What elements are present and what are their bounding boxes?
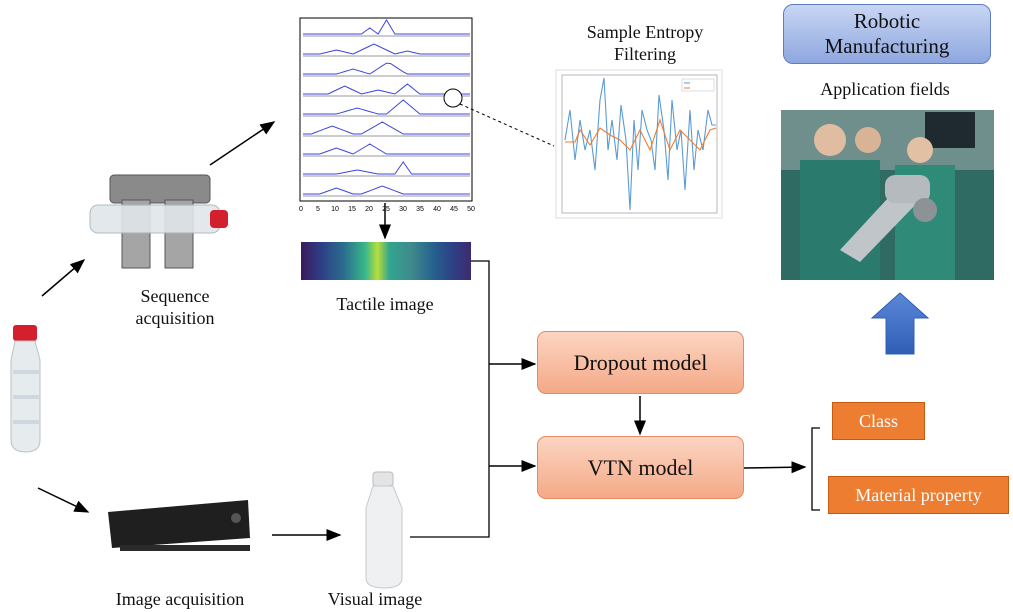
dropout-model-box: Dropout model xyxy=(537,331,744,394)
tactile-signal-trace xyxy=(303,99,470,115)
material-property-output-box: Material property xyxy=(828,476,1009,514)
bottle-image xyxy=(10,325,41,453)
sequence-acquisition-label: Sequence acquisition xyxy=(135,286,215,328)
tactile-x-tick-label: 25 xyxy=(382,206,390,213)
tactile-x-tick-label: 50 xyxy=(467,206,475,213)
tactile-heatmap-image xyxy=(301,242,471,280)
tactile-signal-trace xyxy=(303,83,470,95)
tactile-signal-trace xyxy=(303,121,470,135)
up-arrow xyxy=(870,292,930,355)
visual-bottle-image xyxy=(365,471,403,589)
tactile-signal-trace xyxy=(303,62,470,75)
tactile-x-tick-label: 35 xyxy=(416,206,424,213)
entropy-filter-chart xyxy=(555,69,723,219)
tactile-signal-trace xyxy=(303,161,470,175)
arrow-bottle-to-camera xyxy=(37,487,90,513)
output-bracket xyxy=(811,427,820,511)
robotic-manufacturing-box: Robotic Manufacturing xyxy=(783,4,991,64)
gripper-image xyxy=(89,174,228,269)
vtn-model-box: VTN model xyxy=(537,436,744,499)
tactile-x-tick-label: 45 xyxy=(450,206,458,213)
arrow-vtn-to-outputs xyxy=(743,461,807,474)
surgical-robot-photo xyxy=(781,110,994,280)
image-acquisition-label: Image acquisition xyxy=(115,589,245,609)
tactile-x-tick-label: 15 xyxy=(348,206,356,213)
connector-tactile-to-models xyxy=(471,260,490,364)
connector-visual-to-models xyxy=(410,364,490,538)
arrow-bottle-to-gripper xyxy=(41,259,86,297)
tactile-signal-trace xyxy=(303,185,470,195)
tactile-x-tick-label: 40 xyxy=(433,206,441,213)
kinect-camera-image xyxy=(108,500,250,551)
filtered-data-line xyxy=(565,118,717,152)
visual-image-label: Visual image xyxy=(327,589,423,609)
tactile-x-tick-label: 20 xyxy=(365,206,373,213)
sample-entropy-label: Sample Entropy Filtering xyxy=(586,22,704,64)
tactile-x-tick-label: 30 xyxy=(399,206,407,213)
tactile-signal-trace xyxy=(303,143,470,155)
tactile-x-tick-label: 0 xyxy=(299,206,303,213)
zoom-connector xyxy=(459,103,555,147)
original-data-line xyxy=(564,77,716,211)
tactile-signal-chart: 0 5 10 15 20 25 30 35 40 45 50 xyxy=(299,17,475,213)
class-output-box: Class xyxy=(832,402,925,440)
tactile-signal-trace xyxy=(303,43,470,55)
tactile-signal-trace xyxy=(303,19,470,35)
tactile-x-tick-label: 5 xyxy=(316,206,320,213)
arrow-gripper-to-tactile-chart xyxy=(209,121,276,166)
tactile-x-tick-label: 10 xyxy=(331,206,339,213)
tactile-image-label: Tactile image xyxy=(336,294,434,314)
application-fields-label: Application fields xyxy=(820,79,950,99)
